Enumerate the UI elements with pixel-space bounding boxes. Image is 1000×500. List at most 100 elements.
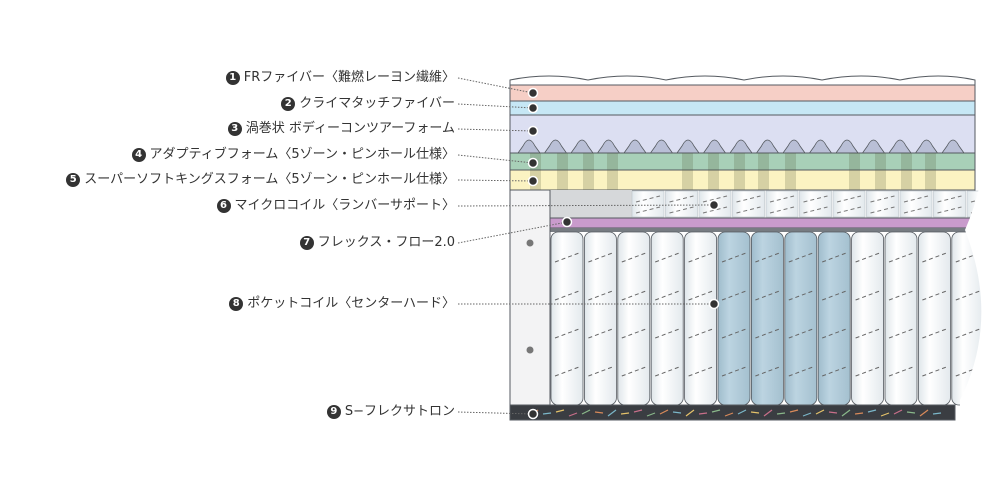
foam-bump <box>835 139 859 154</box>
pocket-coil <box>851 231 884 406</box>
marker-dot-climatouch-fiber <box>527 102 539 114</box>
layer-climatouch-fiber <box>509 100 976 116</box>
foam-bump <box>596 139 621 154</box>
layer-s-flexatron <box>509 404 956 421</box>
number-badge: 1 <box>225 71 240 85</box>
cutaway-edge <box>960 60 1000 430</box>
micro-coil-filler <box>550 190 632 218</box>
pinhole <box>607 153 618 190</box>
leader-line-flex-flow <box>457 221 568 244</box>
pinhole <box>734 153 745 190</box>
leader-line-micro-coil <box>457 204 715 207</box>
pinhole <box>583 153 594 190</box>
pocket-coil <box>884 231 918 406</box>
foam-bump <box>623 139 647 154</box>
layer-flex-flow <box>549 217 976 229</box>
fiber-strand <box>672 411 682 414</box>
fiber-strand <box>581 409 591 415</box>
coil-top-band <box>550 228 975 232</box>
foam-bump <box>782 139 806 154</box>
pocket-coil-center-hard <box>784 231 818 406</box>
label-text: FRファイバー〈難燃レーヨン繊維〉 <box>243 70 455 85</box>
fiber-strand <box>828 411 838 414</box>
marker-dot-s-flexatron <box>527 408 539 420</box>
pinhole <box>875 153 886 190</box>
vent-hole <box>526 239 534 247</box>
side-panel <box>509 189 551 406</box>
label-text: アダプティブフォーム〈5ゾーン・ピンホール仕様〉 <box>149 147 455 162</box>
fiber-strand <box>555 409 565 413</box>
marker-dot-pocket-coil <box>708 298 720 310</box>
pocket-coil <box>584 231 617 406</box>
pocket-coil-center-hard <box>751 231 784 406</box>
foam-bump <box>649 139 674 154</box>
fiber-strand <box>893 409 903 415</box>
fiber-strand <box>685 409 695 417</box>
vent-hole <box>526 346 534 354</box>
foam-bump <box>570 139 594 154</box>
number-badge: 6 <box>216 199 231 213</box>
pocket-coil <box>550 231 584 406</box>
number-badge: 3 <box>227 122 242 136</box>
number-badge: 8 <box>229 297 244 311</box>
fiber-strand <box>659 409 669 415</box>
number-badge: 4 <box>131 148 146 162</box>
marker-dot-body-contour-foam <box>527 125 539 137</box>
foam-bump <box>941 139 965 154</box>
leader-line-climatouch-fiber <box>457 103 534 109</box>
label-text: S−フレクサトロン <box>344 404 455 419</box>
foam-bump <box>755 139 780 154</box>
label-text: 渦巻状 ボディーコンツアーフォーム <box>245 121 455 136</box>
fiber-strand <box>646 412 656 417</box>
foam-bump <box>676 139 700 154</box>
marker-dot-fr-fiber <box>527 87 539 99</box>
marker-dot-adaptive-foam <box>527 157 539 169</box>
fiber-strand <box>841 409 851 417</box>
pinhole <box>901 153 912 190</box>
micro-coil <box>866 190 899 218</box>
pocket-coil-center-hard <box>717 231 751 406</box>
fiber-strand <box>724 412 734 417</box>
pinhole <box>708 153 719 190</box>
label-text: クライマタッチファイバー <box>299 96 455 111</box>
fiber-strand <box>854 412 864 415</box>
pocket-coil-center-hard <box>817 231 851 406</box>
fiber-strand <box>867 409 877 413</box>
fiber-strand <box>789 409 799 413</box>
pocket-coil <box>650 231 684 406</box>
fiber-strand <box>750 411 760 414</box>
pinhole <box>758 153 769 190</box>
fiber-strand <box>542 412 552 415</box>
fiber-strand <box>880 412 890 417</box>
foam-bump <box>517 139 541 154</box>
fiber-strand <box>620 412 630 415</box>
foam-bump <box>914 139 939 154</box>
number-badge: 9 <box>326 405 341 419</box>
number-badge: 5 <box>66 173 81 187</box>
pinhole <box>785 153 796 190</box>
foam-bump <box>702 139 727 154</box>
leader-line-super-soft-foam <box>457 179 534 182</box>
foam-bump <box>729 139 753 154</box>
pinhole <box>682 153 693 190</box>
leader-line-body-contour-foam <box>457 128 534 132</box>
fiber-strand <box>906 411 916 414</box>
fiber-strand <box>711 409 721 413</box>
foam-bump <box>861 139 886 154</box>
fiber-strand <box>802 412 812 417</box>
fiber-strand <box>919 409 929 417</box>
leader-line-adaptive-foam <box>457 154 534 164</box>
label-text: マイクロコイル〈ランバーサポート〉 <box>234 198 455 213</box>
pinhole <box>530 153 541 190</box>
marker-dot-super-soft-foam <box>527 175 539 187</box>
